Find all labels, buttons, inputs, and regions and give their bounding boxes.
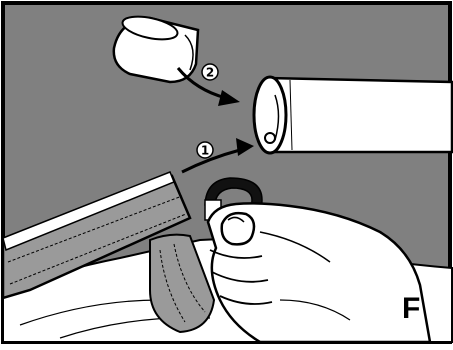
step-2-number: 2 bbox=[206, 66, 214, 80]
step-2-marker: 2 bbox=[202, 64, 218, 80]
tube bbox=[254, 77, 452, 153]
step-1-number: 1 bbox=[201, 144, 209, 158]
panel-letter: F bbox=[402, 292, 420, 325]
step-1-marker: 1 bbox=[197, 142, 213, 158]
